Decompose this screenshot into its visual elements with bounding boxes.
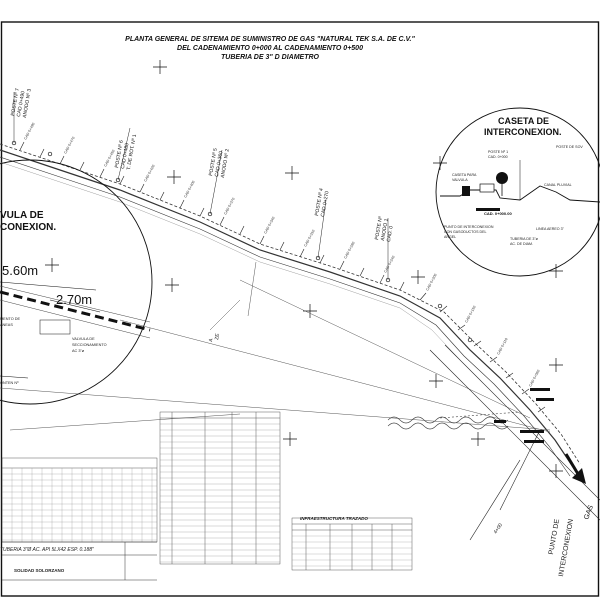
valve-detail-bubble: MENTO DE ANEAS VALVULA DE SECCIONAMIENTO… [0, 159, 153, 405]
svg-text:CAD 0+280: CAD 0+280 [343, 241, 355, 259]
svg-text:CON GASODUCTOS DEL: CON GASODUCTOS DEL [444, 230, 486, 234]
valve-markers [494, 388, 554, 443]
pole-7-l3: ANODO Nº 3 [22, 88, 33, 118]
infra-table-title: INFRAESTRUCTURA TRAZADO [300, 516, 368, 521]
svg-text:CAD 0+310: CAD 0+310 [303, 229, 315, 247]
pole-label-5: POSTE Nº 5 CAD 0+360 ANODO Nº 2 [208, 148, 231, 179]
pole-5-l2: CAD 0+360 [214, 151, 224, 178]
svg-text:4+00: 4+00 [493, 522, 504, 535]
valvula-title-line-1: VULA DE [0, 210, 44, 221]
drawing-title-line-2: DEL CADENAMIENTO 0+000 AL CADENAMIENTO 0… [177, 45, 363, 52]
svg-text:CAD 0+200: CAD 0+200 [425, 273, 437, 291]
station-labels: CAD 0+490 CAD 0+470 CAD 0+450 CAD 0+420 … [23, 122, 540, 387]
valvula-title-line-2: CONEXION. [0, 222, 57, 233]
svg-text:CAD 0+490: CAD 0+490 [23, 122, 35, 140]
svg-text:AC. DE DIAM.: AC. DE DIAM. [510, 242, 533, 246]
caseta-canal-note: CANAL PLUVIAL [544, 183, 572, 187]
svg-text:CAD 0+060: CAD 0+060 [528, 369, 540, 387]
svg-text:CAD 0+240: CAD 0+240 [383, 255, 395, 273]
pole-6-l1: POSTE Nº 6 [114, 140, 125, 169]
pole-n-l1: POSTE Nº [374, 216, 384, 241]
pole-label-n: POSTE Nº ANODO 1 CAD. 0 [374, 216, 395, 243]
left-title-strip [2, 541, 157, 581]
pole-5-l3: ANODO Nº 2 [220, 148, 231, 178]
infra-table [291, 517, 413, 571]
dimension-short: 2.70m [56, 292, 93, 307]
pole-labels: POSTE Nº 7 CAD 0+490 ANODO Nº 3 POSTE Nº… [10, 88, 395, 243]
gas-flow-arrow: GAS [564, 453, 595, 521]
center-table-rows [160, 423, 280, 563]
svg-text:CAD 0+370: CAD 0+370 [223, 197, 235, 215]
svg-text:VALVULA DE: VALVULA DE [72, 337, 95, 341]
survey-crosshairs [45, 60, 563, 478]
pole-6-l2: CAD 0+480 [120, 143, 130, 170]
svg-text:VALVULA: VALVULA [452, 178, 468, 182]
infra-table-rows [292, 535, 412, 567]
svg-text:CAD. 0+000: CAD. 0+000 [488, 155, 508, 159]
svg-text:A: A [208, 337, 215, 342]
caseta-title-line-2: INTERCONEXION. [484, 127, 562, 137]
svg-text:CAD 0+400: CAD 0+400 [183, 180, 195, 198]
svg-text:ANEAS: ANEAS [0, 323, 13, 327]
svg-text:ANGEL: ANGEL [444, 235, 456, 239]
lower-right-notes: 4+00 A ZE [208, 332, 504, 535]
caseta-detail-bubble: POSTE DE SOV CANAL PLUVIAL CAD. 0+000.00… [435, 107, 600, 277]
svg-text:CAD 0+150: CAD 0+150 [464, 305, 476, 323]
svg-text:POSTE Nº 1: POSTE Nº 1 [488, 150, 508, 154]
drawing-title-line-1: PLANTA GENERAL DE SITEMA DE SUMINISTRO D… [125, 36, 415, 43]
svg-text:MENTO DE: MENTO DE [0, 317, 20, 321]
svg-text:CASETA PARA: CASETA PARA [452, 173, 477, 177]
svg-text:ONTEN Nº: ONTEN Nº [0, 381, 19, 385]
svg-text:SECCIONAMIENTO: SECCIONAMIENTO [72, 343, 107, 347]
svg-text:CAD 0+340: CAD 0+340 [263, 216, 275, 234]
pole-n-l3: CAD. 0 [386, 225, 395, 242]
pole-7-l1: POSTE Nº 7 [10, 88, 21, 117]
svg-text:PUNTO DE INTERCONEXION: PUNTO DE INTERCONEXION [444, 225, 494, 229]
svg-text:LINEA AEREO 3": LINEA AEREO 3" [536, 227, 565, 231]
svg-text:AC 3"ø: AC 3"ø [72, 349, 85, 353]
svg-text:ZE: ZE [214, 332, 221, 340]
pole-label-7: POSTE Nº 7 CAD 0+490 ANODO Nº 3 [10, 88, 33, 119]
author-name: SOLIDAD SOLORZANO [14, 568, 65, 573]
pole-7-l2: CAD 0+490 [16, 91, 26, 118]
pole-markers [11, 140, 473, 343]
pole-label-6: POSTE Nº 6 CAD 0+480 T. DE ROT. Nº 1 [114, 134, 138, 171]
svg-text:TUBERIA DE 3"ø: TUBERIA DE 3"ø [510, 237, 539, 241]
center-data-table [159, 411, 281, 565]
pipeline-corridor [0, 143, 581, 477]
svg-text:CAD 0+420: CAD 0+420 [143, 164, 155, 182]
pole-5-l1: POSTE Nº 5 [208, 148, 219, 177]
left-table-grid [2, 468, 157, 542]
svg-text:CAD 0+470: CAD 0+470 [63, 136, 75, 154]
feeder-lines [0, 261, 551, 433]
caseta-poste-note: POSTE DE SOV [556, 145, 583, 149]
pole-4-l2: CAD 0+270 [320, 191, 330, 218]
dimension-long: 5.60m [2, 263, 39, 278]
pole-4-l1: POSTE Nº 4 [314, 188, 325, 217]
pipe-spec-note: TUBERIA 3"Ø AC. API 5LX42 ESP. 0.188" [0, 547, 94, 553]
road-wavy [387, 411, 521, 430]
caseta-title-line-1: CASETA DE [498, 116, 550, 126]
gas-arrow-label: GAS [583, 504, 595, 521]
pole-n-l2: ANODO 1 [380, 218, 390, 241]
road-lines [429, 344, 600, 541]
left-data-table [1, 457, 158, 543]
sheet-border [0, 21, 600, 597]
svg-text:CAD 0+110: CAD 0+110 [496, 337, 508, 355]
pole-label-4: POSTE Nº 4 CAD 0+270 [314, 188, 330, 218]
station-ticks [19, 141, 546, 413]
drawing-title-line-3: TUBERIA DE 3" D DIAMETRO [221, 54, 319, 61]
caseta-cad-note: CAD. 0+000.00 [484, 211, 512, 216]
pole-leaders [13, 92, 389, 280]
